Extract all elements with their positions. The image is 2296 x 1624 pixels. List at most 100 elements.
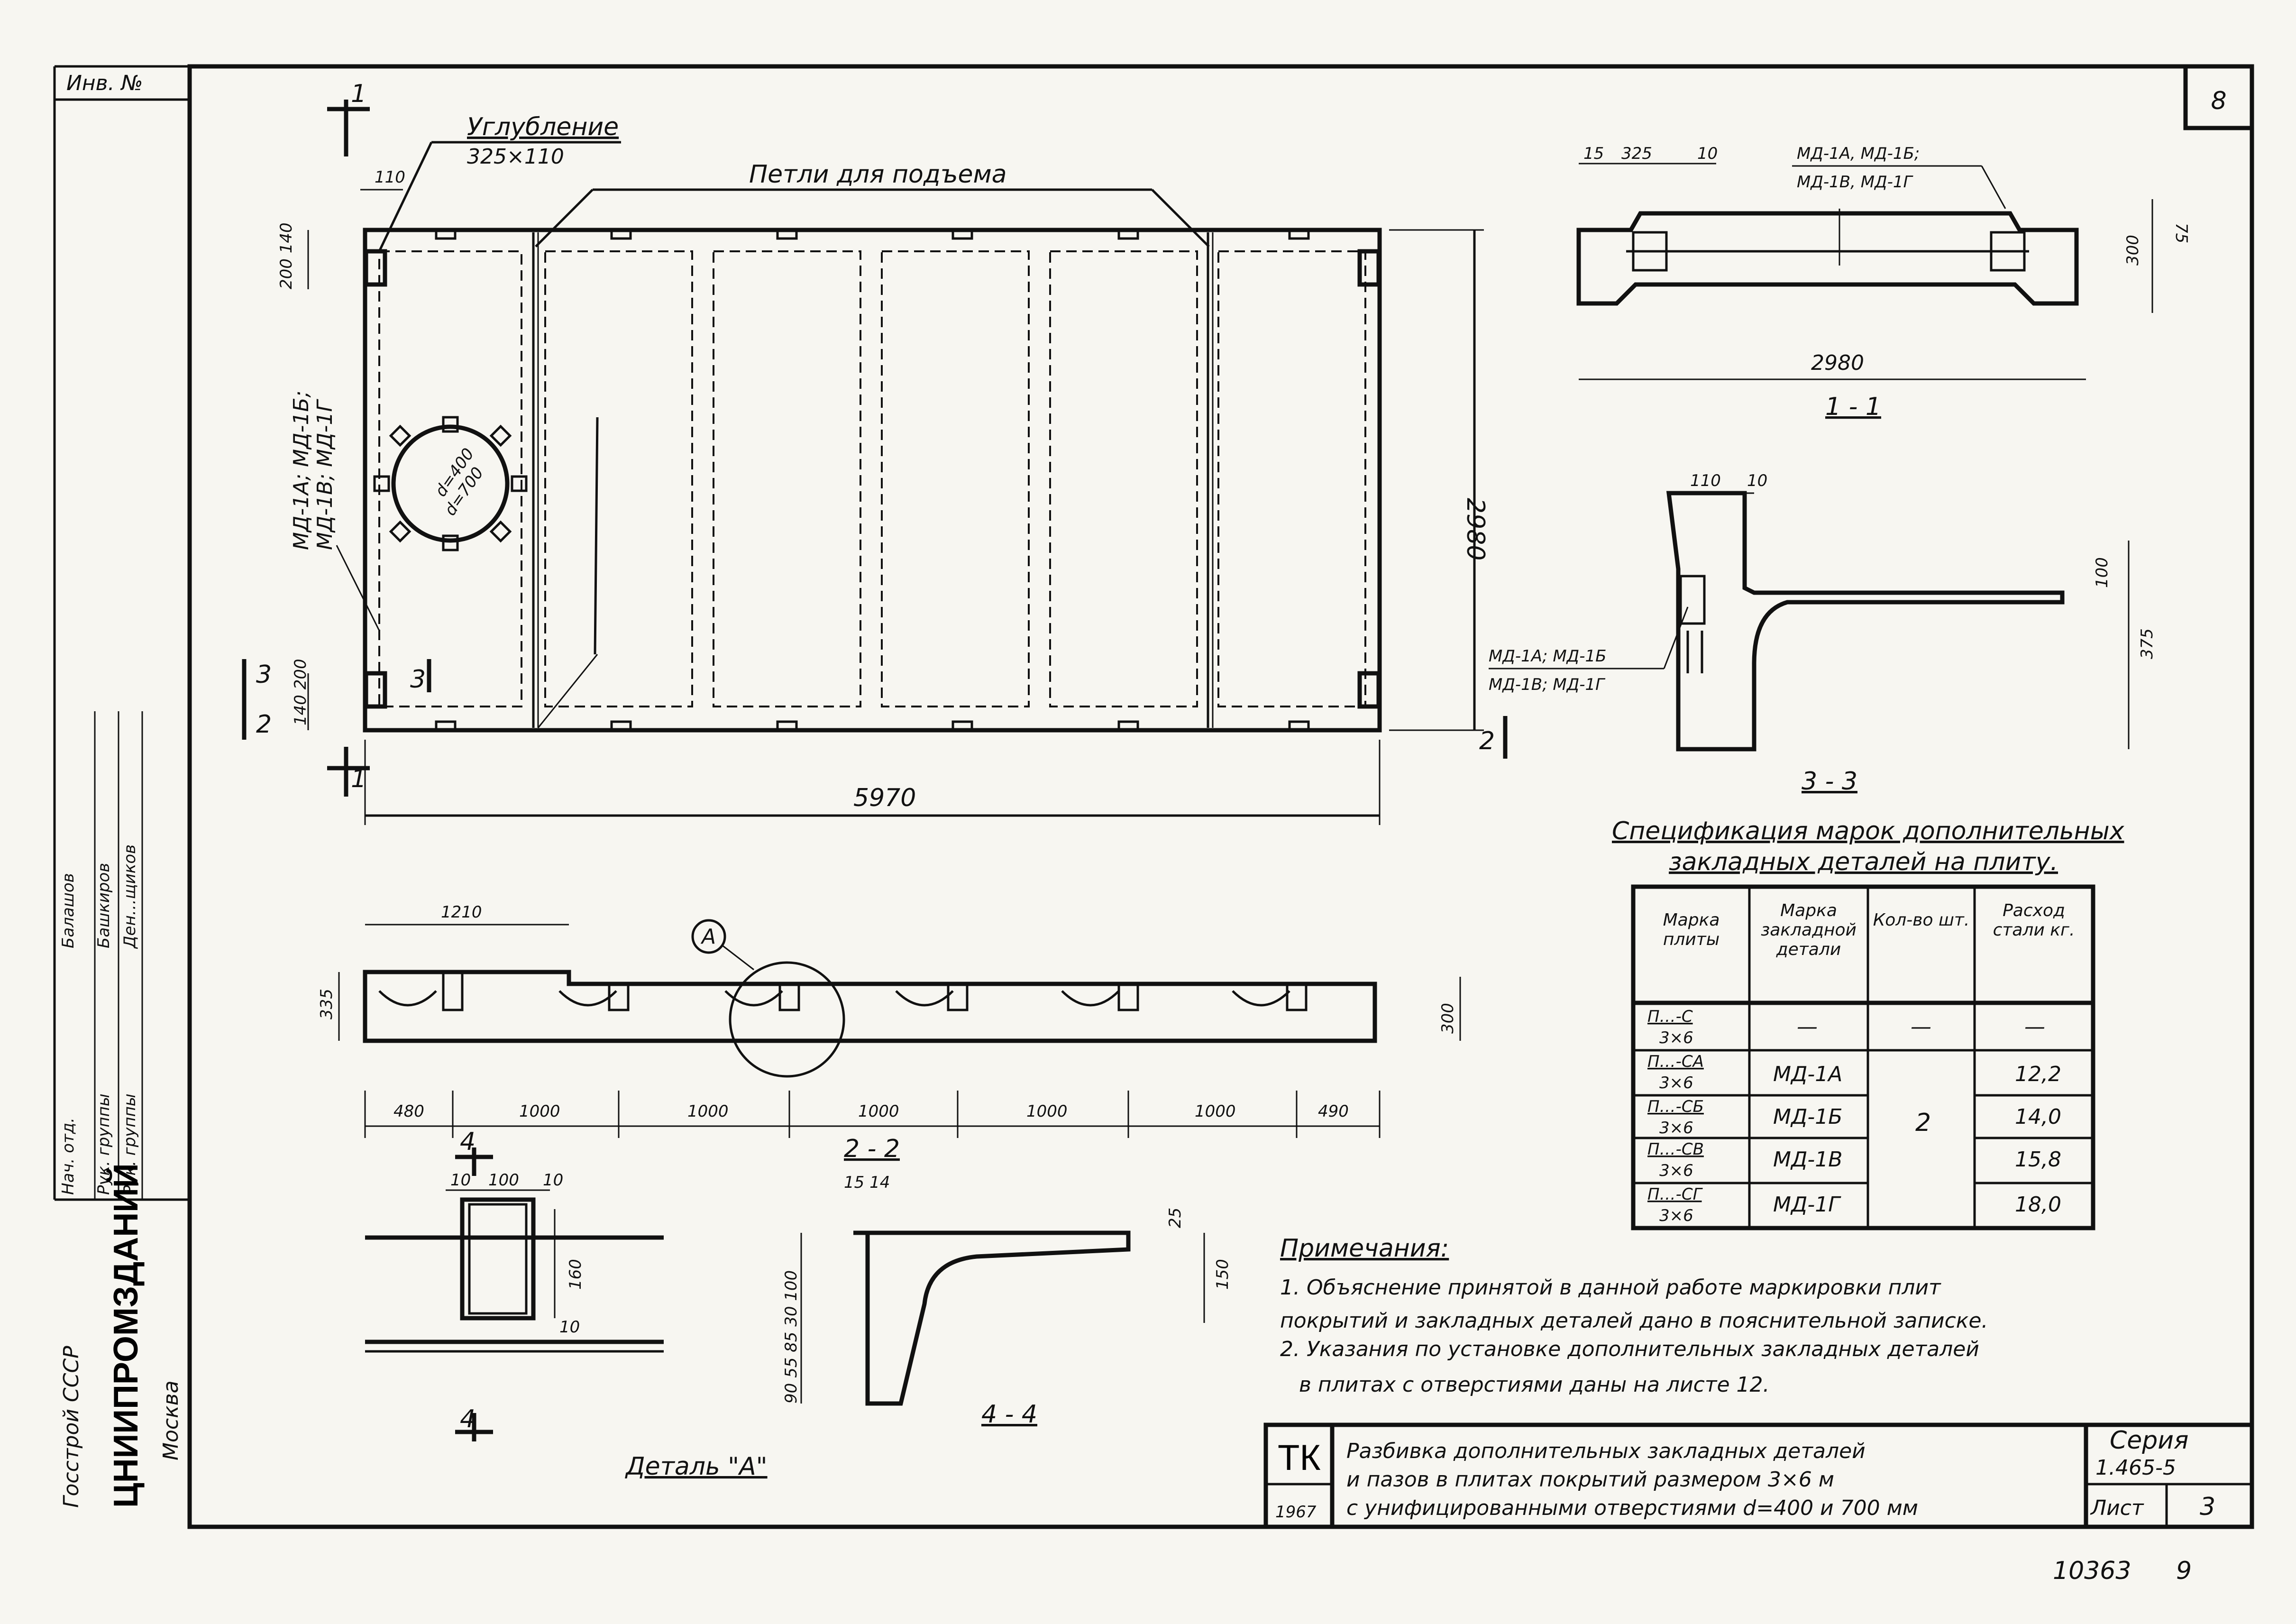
s33-label-2: МД-1В; МД-1Г <box>1489 675 1606 694</box>
left-sidebar: Инв. № Нач. отд. Рук. группы Рук. группы… <box>53 65 192 1527</box>
cut-2-left: 2 <box>256 710 272 739</box>
section-4-4-25: 25 <box>1166 1208 1185 1228</box>
spec-row-2-plate: П…-СБ <box>1647 1097 1704 1116</box>
notes-heading: Примечания: <box>1280 1234 1449 1263</box>
dim-335: 335 <box>317 989 336 1019</box>
section-2-2: А 1210 335 300 480 1000 1000 1000 1000 1… <box>317 903 1461 1192</box>
detail-a-title: Деталь "А" <box>625 1452 768 1481</box>
s11-dim-325: 325 <box>1621 144 1652 163</box>
spec-row-3-steel: 15,8 <box>2015 1147 2061 1172</box>
section-3-3-title: 3 - 3 <box>1802 767 1857 796</box>
sheet-label: Лист <box>2090 1496 2144 1520</box>
s11-dim-75: 75 <box>2172 223 2191 243</box>
section-4-4-150: 150 <box>1213 1259 1232 1290</box>
s11-label-1: МД-1А, МД-1Б; <box>1797 144 1920 163</box>
spec-row-4-plate: П…-СГ <box>1647 1185 1703 1204</box>
note-line-0: 1. Объяснение принятой в данной работе м… <box>1280 1275 1941 1300</box>
detail-a-dim-2: 10 <box>543 1171 563 1190</box>
detail-a-circle <box>729 961 845 1078</box>
note-line-3: в плитах с отверстиями даны на листе 12. <box>1299 1373 1770 1397</box>
spec-header-qty: Кол-во шт. <box>1873 910 1970 930</box>
detail-a-cut-top: 4 <box>460 1128 476 1156</box>
spec-row-3-plate: П…-СВ <box>1647 1140 1704 1159</box>
recess-label: Углубление <box>467 113 619 141</box>
s11-dim-2980: 2980 <box>1811 351 1864 375</box>
note-line-2: 2. Указания по установке дополнительных … <box>1280 1337 1979 1361</box>
tk-label: ТК <box>1278 1438 1321 1478</box>
spacing-5: 1000 <box>1195 1102 1236 1121</box>
name-2: Башкиров <box>94 863 113 948</box>
spec-row-1-part: МД-1А <box>1773 1062 1842 1086</box>
spec-row-1-size: 3×6 <box>1659 1073 1693 1092</box>
series-label: Серия <box>2110 1426 2188 1455</box>
spec-row-1-plate: П…-СА <box>1647 1052 1704 1071</box>
dim-300: 300 <box>1438 1003 1457 1034</box>
recess-size: 325×110 <box>467 145 564 169</box>
dim-top-left: 200 140 <box>277 222 296 289</box>
spec-row-2-steel: 14,0 <box>2015 1105 2061 1129</box>
spec-title-2: закладных деталей на плиту. <box>1669 848 2058 876</box>
spec-row-0-part: — <box>1797 1015 1818 1039</box>
spec-row-4-size: 3×6 <box>1659 1206 1693 1225</box>
detail-a-dim-10: 10 <box>559 1318 580 1337</box>
section-1-1-title: 1 - 1 <box>1825 393 1881 421</box>
notes: Примечания: 1. Объяснение принятой в дан… <box>1280 1234 1988 1397</box>
detail-a: 10 100 10 160 10 4 4 Деталь "А" <box>365 1128 768 1481</box>
section-2-2-title: 2 - 2 <box>844 1135 900 1163</box>
cut-3-inner: 3 <box>410 665 426 694</box>
org-name: ЦНИИПРОМЗДАНИЙ <box>106 1163 145 1508</box>
s11-label-2: МД-1В, МД-1Г <box>1797 173 1914 192</box>
spec-title-1: Спецификация марок дополнительных <box>1612 817 2125 845</box>
name-3: Ден…щиков <box>120 844 139 949</box>
tb-desc-1: и пазов в плитах покрытий размером 3×6 м <box>1346 1468 1834 1492</box>
plate-outline <box>363 228 1382 733</box>
cut-1-bottom: 1 <box>351 765 366 793</box>
detail-a-cut-bottom: 4 <box>460 1405 476 1433</box>
inv-label: Инв. № <box>66 71 143 95</box>
section-4-4-title: 4 - 4 <box>981 1400 1037 1429</box>
spec-row-2-size: 3×6 <box>1659 1119 1693 1138</box>
section-3-3: 110 10 100 375 МД-1А; МД-1Б МД-1В; МД-1Г… <box>1489 471 2157 796</box>
spacing-4: 1000 <box>1026 1102 1068 1121</box>
note-line-1: покрытий и закладных деталей дано в пояс… <box>1280 1309 1988 1333</box>
corner-box <box>2183 64 2254 130</box>
detail-a-dim-0: 10 <box>450 1171 471 1190</box>
plan-view: d=400 d=700 Углубление 325×110 Петли для… <box>242 80 1508 825</box>
detail-a-dim-160: 160 <box>566 1259 585 1290</box>
s33-dim-10: 10 <box>1747 471 1767 490</box>
callout-a: А <box>700 925 716 949</box>
dim-bottom-left: 140 200 <box>291 659 310 725</box>
spacing-0: 480 <box>393 1102 424 1121</box>
spec-table: Спецификация марок дополнительных заклад… <box>1612 817 2125 1230</box>
parts-label-1: МД-1А; МД-1Б; <box>289 391 313 550</box>
detail-a-dim-1: 100 <box>488 1171 519 1190</box>
s33-dim-110: 110 <box>1690 471 1721 490</box>
spec-header-part: Марка закладной детали <box>1761 901 1857 959</box>
s11-dim-10: 10 <box>1697 144 1718 163</box>
cut-2-right: 2 <box>1479 727 1495 755</box>
spec-row-0-plate: П…-С <box>1647 1007 1693 1026</box>
spacing-3: 1000 <box>858 1102 899 1121</box>
spec-row-4-part: МД-1Г <box>1773 1193 1841 1217</box>
org-line-1: Госстрой СССР <box>59 1346 83 1508</box>
role-2: Рук. группы <box>94 1093 113 1195</box>
loops-label: Петли для подъема <box>749 160 1007 189</box>
role-1: Нач. отд. <box>59 1118 78 1195</box>
spec-row-3-part: МД-1В <box>1773 1147 1842 1172</box>
dim-1210: 1210 <box>441 903 482 922</box>
section-2-2-sub: 15 14 <box>844 1173 890 1192</box>
spec-row-2-qty: 2 <box>1915 1109 1931 1137</box>
spec-header-plate: Марка плиты <box>1663 910 1720 949</box>
s11-dim-15: 15 <box>1583 144 1604 163</box>
tb-desc-0: Разбивка дополнительных закладных детале… <box>1346 1439 1866 1463</box>
s11-dim-300: 300 <box>2123 235 2142 266</box>
spec-row-0-steel: — <box>2024 1015 2045 1039</box>
name-1: Балашов <box>59 873 78 948</box>
corner-number: 8 <box>2211 87 2226 115</box>
page-number: 9 <box>2176 1557 2192 1585</box>
tb-year: 1967 <box>1275 1503 1317 1522</box>
spec-row-4-steel: 18,0 <box>2015 1193 2061 1217</box>
spec-row-2-part: МД-1Б <box>1773 1105 1842 1129</box>
spacing-2: 1000 <box>687 1102 729 1121</box>
